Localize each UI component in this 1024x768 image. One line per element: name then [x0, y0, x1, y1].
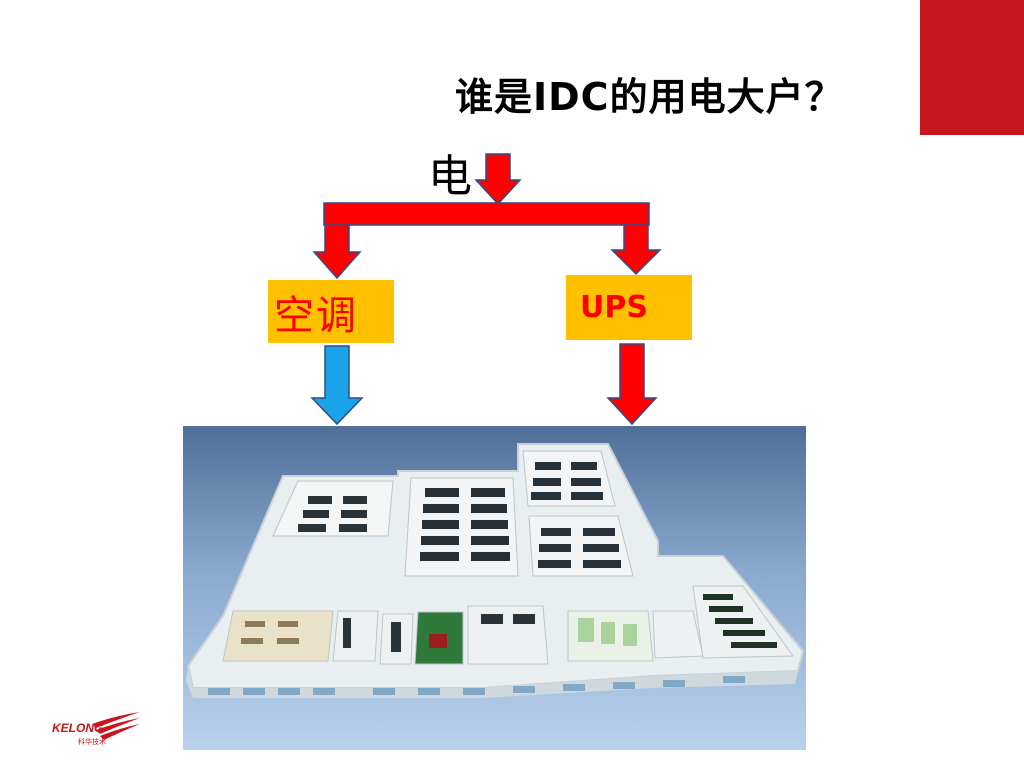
- ups-box: UPS: [566, 275, 692, 340]
- distribution-bar: [323, 202, 650, 226]
- ups-output-arrow: [606, 343, 658, 426]
- kelong-logo-icon: KELONG 科华技术: [52, 712, 140, 746]
- power-input-arrow: [474, 153, 522, 206]
- logo-wordmark: KELONG: [52, 721, 103, 735]
- data-center-floorplan-image: [183, 426, 806, 750]
- air-conditioning-label: 空调: [274, 292, 358, 339]
- power-label: 电: [428, 151, 472, 202]
- ups-feed-arrow: [610, 223, 662, 276]
- slide-title: 谁是IDC的用电大户？: [455, 75, 844, 119]
- ups-label: UPS: [580, 290, 648, 325]
- logo-subtext: 科华技术: [78, 737, 106, 746]
- ac-output-arrow: [310, 345, 364, 426]
- ac-feed-arrow: [312, 223, 362, 280]
- air-conditioning-box: 空调: [268, 280, 394, 343]
- corner-accent-block: [920, 0, 1024, 135]
